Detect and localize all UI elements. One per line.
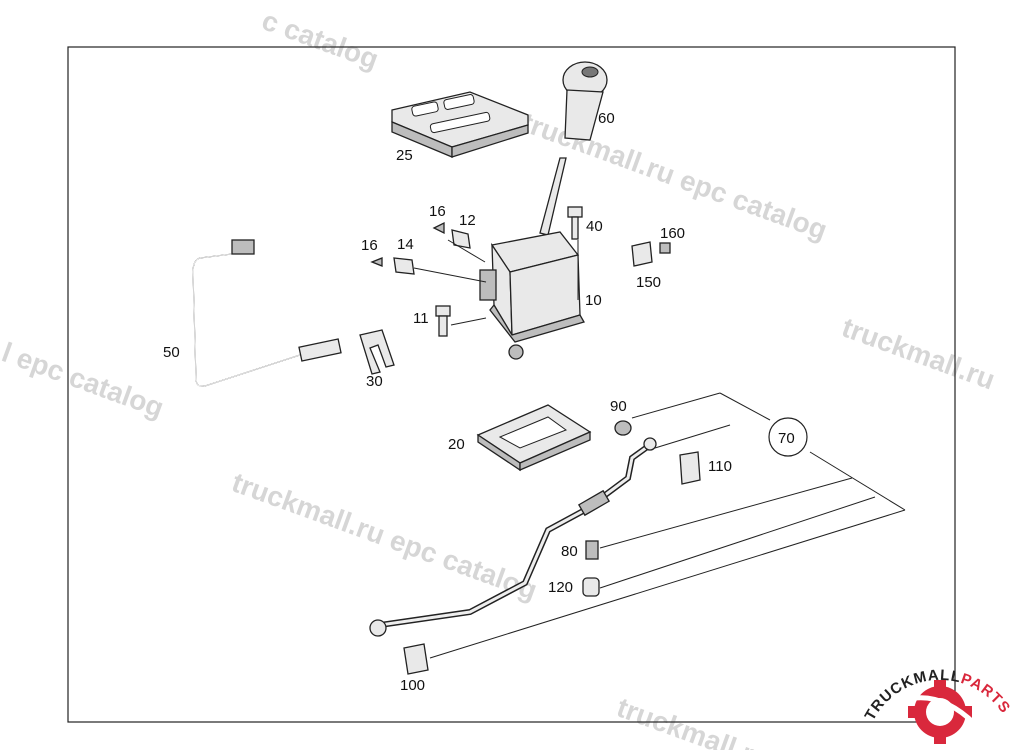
label-50: 50 <box>163 344 180 361</box>
part-60-knob[interactable] <box>562 61 608 141</box>
watermark-text: truckmall.ru <box>838 312 999 396</box>
watermark-text: truckmall.ru epc catalog <box>228 467 541 606</box>
watermark-text: l epc catalog <box>0 337 168 424</box>
label-25: 25 <box>396 147 413 164</box>
label-20: 20 <box>448 436 465 453</box>
label-10: 10 <box>585 292 602 309</box>
truckmall-parts-logo: TRUCKMALLPARTS <box>862 667 1013 744</box>
label-40: 40 <box>586 218 603 235</box>
part-120-grommet[interactable] <box>582 577 600 597</box>
part-160-plug[interactable] <box>659 242 671 254</box>
label-90: 90 <box>610 398 627 415</box>
diagram-frame <box>67 46 956 723</box>
label-11: 11 <box>413 310 429 327</box>
label-110: 110 <box>708 458 732 475</box>
part-12-clip[interactable] <box>451 229 471 249</box>
part-16-pin-b[interactable] <box>370 257 383 267</box>
label-160: 160 <box>660 225 685 242</box>
part-labels: 25 60 16 12 40 16 14 160 150 10 11 50 30… <box>163 110 795 694</box>
part-25-cover[interactable] <box>391 91 529 158</box>
label-120: 120 <box>548 579 573 596</box>
gear-icon <box>904 680 977 744</box>
label-14: 14 <box>397 236 414 253</box>
part-10-housing[interactable] <box>479 231 585 360</box>
label-100: 100 <box>400 677 425 694</box>
part-16-pin-a[interactable] <box>432 221 445 235</box>
part-11-bolt[interactable] <box>435 305 451 337</box>
label-70: 70 <box>778 430 795 447</box>
part-150-cap[interactable] <box>631 241 653 267</box>
label-12: 12 <box>459 212 476 229</box>
leader-lines <box>413 239 906 659</box>
part-70-shift-rod[interactable] <box>369 437 657 637</box>
part-110-clip[interactable] <box>679 451 701 485</box>
watermark-text: c catalog <box>258 5 383 76</box>
selector-lever-rod <box>539 157 567 236</box>
label-60: 60 <box>598 110 615 127</box>
label-80: 80 <box>561 543 578 560</box>
label-30: 30 <box>366 373 383 390</box>
part-80-bushing[interactable] <box>585 540 599 560</box>
label-150: 150 <box>636 274 661 291</box>
label-16: 16 <box>429 203 446 220</box>
part-40-bolt[interactable] <box>567 206 583 240</box>
callout-70-circle <box>768 417 808 457</box>
part-50-cable[interactable] <box>192 239 342 387</box>
part-100-clip[interactable] <box>403 643 429 675</box>
watermark-text: truckmall.ru <box>613 692 774 750</box>
label-16: 16 <box>361 237 378 254</box>
part-20-gate-plate[interactable] <box>476 404 592 472</box>
part-90-bushing[interactable] <box>614 420 632 436</box>
part-14-clip[interactable] <box>393 257 415 275</box>
part-30-bracket[interactable] <box>359 329 395 375</box>
